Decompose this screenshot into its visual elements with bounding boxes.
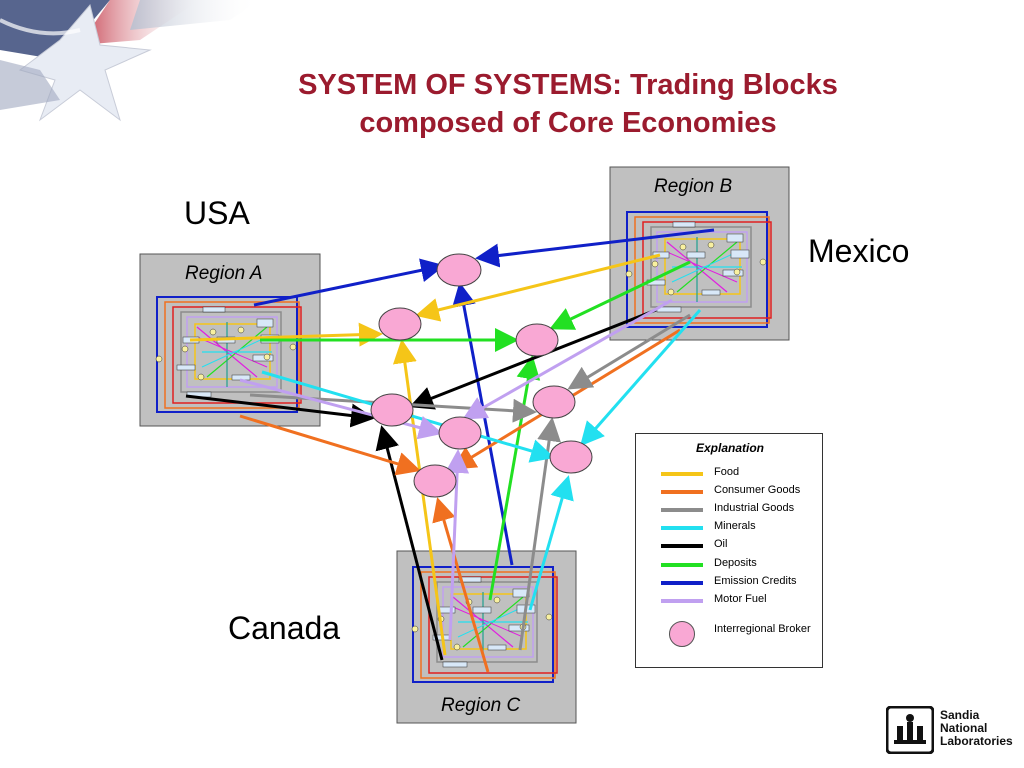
arrow-minerals-c-to-broker — [528, 475, 574, 611]
arrow-emission-a-to-broker — [253, 258, 445, 307]
arrow-motorfuel-c-to-broker — [445, 449, 470, 641]
legend-item-deposits: Deposits — [636, 557, 824, 573]
broker-8 — [413, 464, 457, 498]
legend-swatch — [661, 563, 703, 567]
legend-label: Consumer Goods — [714, 484, 801, 496]
legend-swatch — [661, 472, 703, 476]
arrow-industrial-b-to-broker — [567, 313, 691, 390]
title-line-2: composed of Core Economies — [359, 107, 777, 139]
region-b-label: Region B — [654, 176, 733, 197]
arrow-food-b-to-broker — [415, 253, 661, 322]
arrow-oil-a-to-broker — [185, 394, 375, 428]
arrow-motorfuel-a-to-broker — [239, 378, 443, 440]
arrow-oil-c-to-broker — [375, 425, 444, 661]
broker-2 — [378, 307, 422, 341]
sandia-logo-icon — [886, 706, 934, 754]
page-title: SYSTEM OF SYSTEMS: Trading Blocks compos… — [200, 66, 936, 142]
legend-label: Oil — [714, 538, 728, 550]
broker-7 — [549, 440, 593, 474]
legend-swatch — [661, 526, 703, 530]
logo-line-1: Sandia — [940, 708, 980, 722]
legend-label: Food — [714, 466, 740, 478]
broker-3 — [515, 323, 559, 357]
legend-label: Minerals — [714, 520, 756, 532]
country-label-canada: Canada — [228, 610, 341, 646]
logo-line-2: National — [940, 721, 988, 735]
legend-swatch — [661, 581, 703, 585]
broker-1 — [436, 253, 482, 287]
broker-6 — [438, 416, 482, 450]
explanation-legend: Explanation Food Consumer Goods Industri… — [635, 433, 823, 668]
legend-title: Explanation — [695, 441, 764, 455]
trade-flow-arrows — [185, 228, 715, 673]
legend-label: Deposits — [714, 557, 757, 569]
arrow-emission-b-to-broker — [475, 228, 715, 268]
arrow-motorfuel-b-to-broker — [462, 298, 673, 420]
legend-label: Industrial Goods — [714, 502, 795, 514]
legend-item-minerals: Minerals — [636, 520, 824, 536]
title-line-1: SYSTEM OF SYSTEMS: Trading Blocks — [298, 69, 838, 101]
arrow-minerals-b-to-broker — [580, 309, 702, 447]
country-label-mexico: Mexico — [808, 233, 910, 269]
arrow-food-a-to-broker — [189, 322, 383, 347]
legend-swatch — [661, 508, 703, 512]
legend-broker-label: Interregional Broker — [714, 623, 811, 635]
legend-item-industrial-goods: Industrial Goods — [636, 502, 824, 518]
legend-label: Motor Fuel — [714, 593, 767, 605]
arrow-deposits-b-to-broker — [549, 260, 691, 330]
legend-label: Emission Credits — [714, 575, 797, 587]
arrow-food-c-to-broker — [392, 339, 447, 656]
arrow-oil-b-to-broker — [409, 308, 657, 410]
region-c-box — [396, 550, 577, 724]
country-label-usa: USA — [184, 195, 250, 231]
sandia-logo-text: Sandia National Laboratories — [940, 709, 1013, 748]
legend-swatch — [661, 490, 703, 494]
legend-item-oil: Oil — [636, 538, 824, 554]
arrow-consumer-a-to-broker — [239, 414, 421, 476]
corner-star-graphic — [0, 0, 260, 140]
broker-5 — [532, 385, 576, 419]
arrow-deposits-c-to-broker — [488, 355, 541, 601]
legend-swatch — [661, 544, 703, 548]
logo-line-3: Laboratories — [940, 734, 1013, 748]
region-c-label: Region C — [441, 695, 521, 716]
broker-4 — [370, 393, 414, 427]
legend-item-consumer-goods: Consumer Goods — [636, 484, 824, 500]
legend-broker-swatch — [669, 621, 695, 647]
legend-item-emission-credits: Emission Credits — [636, 575, 824, 591]
legend-swatch — [661, 599, 703, 603]
legend-item-motor-fuel: Motor Fuel — [636, 593, 824, 609]
region-a-label: Region A — [185, 263, 263, 284]
interregional-brokers — [370, 253, 593, 498]
legend-item-food: Food — [636, 466, 824, 482]
arrow-consumer-c-to-broker — [432, 497, 490, 673]
